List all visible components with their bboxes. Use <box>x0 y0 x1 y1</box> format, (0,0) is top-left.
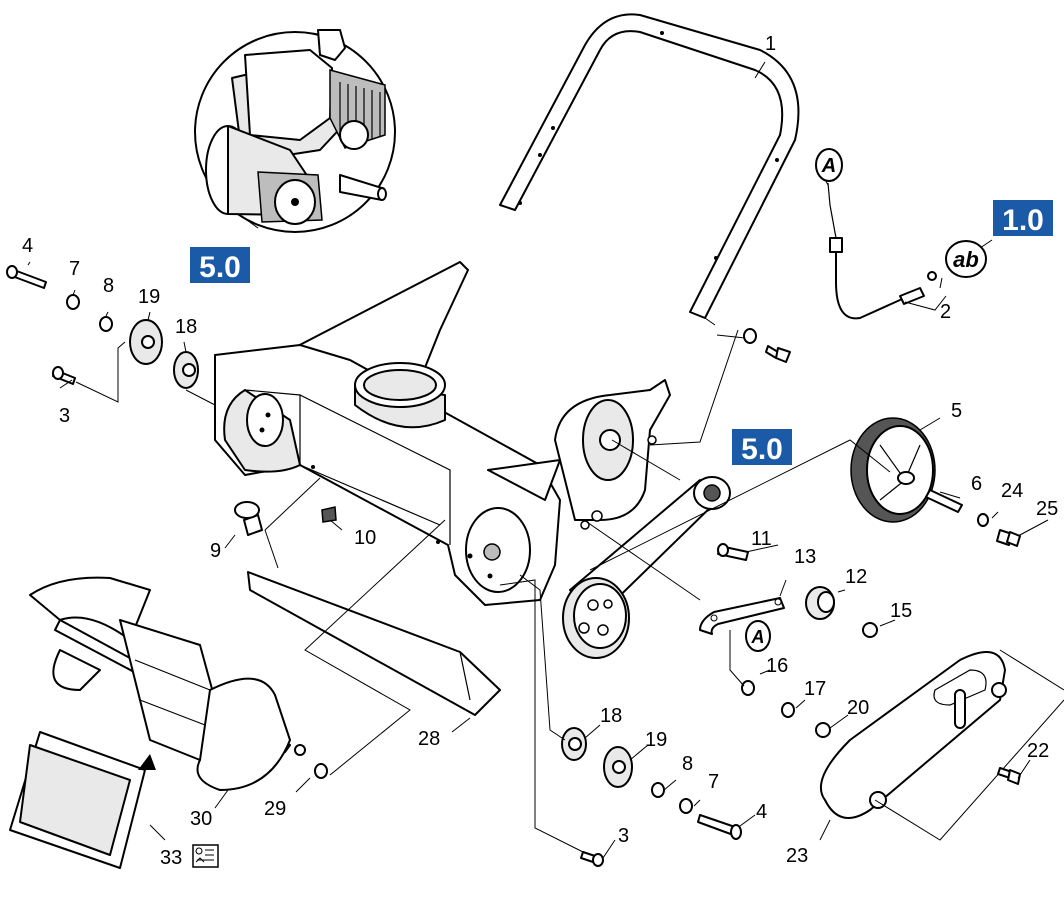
callout-5: 5 <box>951 400 962 422</box>
badge-cable-group: 1.0 <box>993 200 1053 237</box>
callout-12: 12 <box>845 566 867 588</box>
bolt-22 <box>997 767 1021 785</box>
marker-a-cable-label: A <box>821 155 836 177</box>
lever-assembly <box>699 543 878 638</box>
callout-9: 9 <box>210 540 221 562</box>
badge-pulley <box>732 429 792 465</box>
callout-8-left: 8 <box>103 275 114 297</box>
callout-15: 15 <box>890 600 912 622</box>
callout-7-right: 7 <box>708 771 719 793</box>
wheel <box>850 417 936 523</box>
callout-8-right: 8 <box>682 753 693 775</box>
badge-cable-label: 1.0 <box>1002 204 1044 237</box>
engine-inset <box>194 29 396 233</box>
callout-3-left: 3 <box>59 405 70 427</box>
manual-book-icon <box>192 844 219 868</box>
marker-a-lever: A <box>745 620 771 652</box>
callout-22: 22 <box>1027 740 1049 762</box>
callout-19-right: 19 <box>645 729 667 751</box>
left-side-hardware <box>6 265 199 403</box>
leader-lines <box>27 61 1049 859</box>
badge-cable <box>993 200 1053 236</box>
belt-cover <box>820 649 1064 841</box>
callout-25: 25 <box>1036 498 1058 520</box>
rear-side-panel <box>554 379 671 530</box>
auger-housing <box>214 261 561 606</box>
control-cable <box>827 182 947 320</box>
marker-a-cable: A <box>815 148 843 182</box>
callout-19-left: 19 <box>138 286 160 308</box>
badge-pulley-label: 5.0 <box>741 433 783 466</box>
callout-11: 11 <box>751 528 772 550</box>
marker-ab: ab <box>945 240 987 278</box>
marker-ab-label: ab <box>953 247 979 272</box>
marker-a-lever-label: A <box>751 627 765 647</box>
callout-2: 2 <box>940 301 951 323</box>
callout-4-right: 4 <box>756 801 767 823</box>
auger <box>29 576 328 791</box>
callout-23: 23 <box>786 845 808 867</box>
callout-10: 10 <box>354 527 376 549</box>
callout-3-right: 3 <box>618 825 629 847</box>
callout-7-left: 7 <box>69 258 80 280</box>
callout-28: 28 <box>418 728 440 750</box>
manual-cover <box>9 731 156 869</box>
callout-17: 17 <box>804 678 826 700</box>
callout-30: 30 <box>190 808 212 830</box>
scraper-bar <box>234 501 501 716</box>
callout-29: 29 <box>264 798 286 820</box>
right-side-hardware <box>561 727 742 867</box>
callout-33: 33 <box>160 847 182 869</box>
callout-numbers: 1 2 3 3 4 4 5 6 7 7 8 8 9 10 11 13 12 15… <box>22 33 1058 869</box>
handle-bar <box>499 13 800 319</box>
pulley-belt-assembly <box>562 476 731 659</box>
callout-4-left: 4 <box>22 235 33 257</box>
badge-engine-group: 5.0 <box>190 247 250 284</box>
badge-engine <box>190 247 250 283</box>
callout-20: 20 <box>847 697 869 719</box>
callout-18-left: 18 <box>175 316 197 338</box>
callout-6: 6 <box>971 473 982 495</box>
handle-fastener <box>743 328 791 363</box>
callout-13: 13 <box>794 546 816 568</box>
small-hardware <box>741 680 831 738</box>
callout-18-right: 18 <box>600 705 622 727</box>
axle-hardware <box>925 489 1021 547</box>
callout-24: 24 <box>1001 480 1023 502</box>
callout-16: 16 <box>766 655 788 677</box>
badge-engine-label: 5.0 <box>199 251 241 284</box>
callout-1: 1 <box>765 33 776 55</box>
badge-pulley-group: 5.0 <box>732 429 792 466</box>
